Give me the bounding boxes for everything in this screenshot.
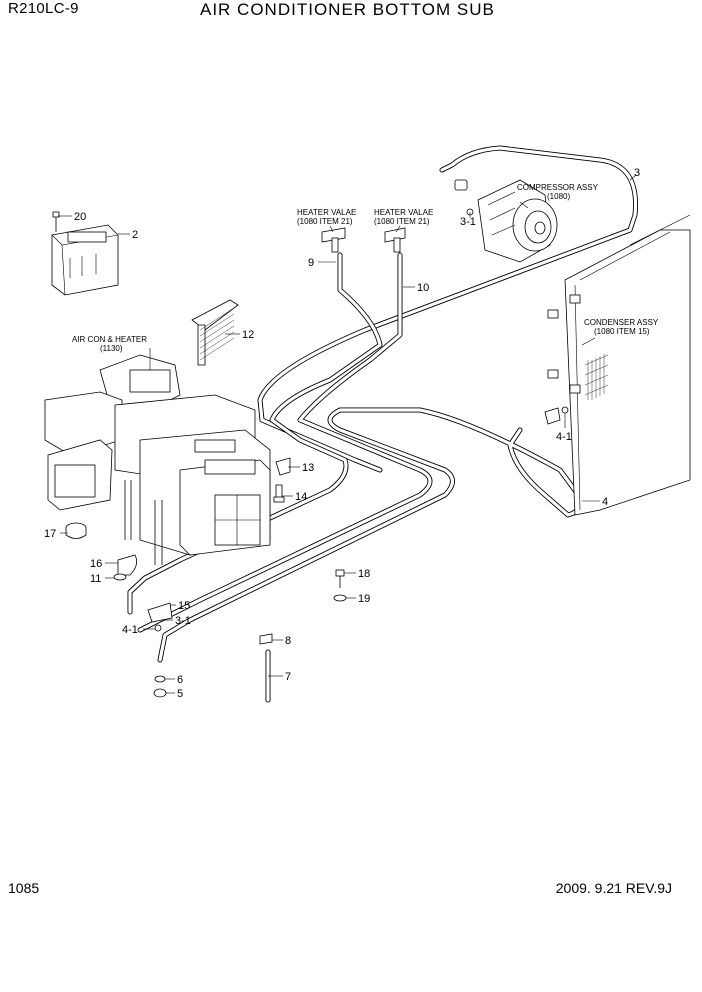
cover-15	[147, 602, 173, 623]
heater-core	[191, 299, 239, 366]
clamp-16	[117, 554, 138, 576]
callout-11: 11	[90, 573, 101, 585]
grommet-17	[65, 522, 87, 539]
leader-lines	[58, 174, 637, 694]
callout-10: 10	[417, 282, 429, 294]
label-heater-valve-2: HEATER VALAE	[374, 208, 433, 217]
washer-19	[333, 594, 347, 602]
page-title: AIR CONDITIONER BOTTOM SUB	[200, 0, 495, 19]
hose-10	[137, 252, 433, 633]
callout-3-1-left: 3-1	[175, 615, 191, 627]
callout-19: 19	[358, 593, 370, 605]
callout-2: 2	[132, 229, 138, 241]
callout-4: 4	[602, 496, 608, 508]
callout-14: 14	[295, 491, 307, 503]
label-condenser: CONDENSER ASSY	[584, 318, 659, 327]
model-code: R210LC-9	[8, 0, 79, 17]
heater-valve-left	[321, 227, 346, 253]
control-panel-unit	[51, 211, 119, 296]
nut-5	[153, 688, 167, 698]
revision-date: 2009. 9.21 REV.9J	[555, 880, 672, 896]
label-air-con-heater-ref: (1130)	[100, 344, 123, 353]
clamp-8	[259, 633, 273, 645]
condenser-assy	[547, 214, 691, 516]
callout-7: 7	[285, 671, 291, 683]
label-heater-valve-2-ref: (1080 ITEM 21)	[374, 217, 430, 226]
label-air-con-heater: AIR CON & HEATER	[72, 335, 147, 344]
callout-12: 12	[242, 329, 254, 341]
hose-long-left	[127, 252, 383, 615]
callout-3: 3	[634, 167, 640, 179]
callout-15: 15	[178, 600, 190, 612]
callout-18: 18	[358, 568, 370, 580]
oring-4-1-right	[544, 406, 569, 425]
callout-5: 5	[177, 688, 183, 700]
bolt-18	[335, 569, 345, 588]
air-con-heater-unit	[44, 354, 271, 565]
hose-3	[257, 145, 639, 473]
hose-4	[157, 407, 585, 663]
callout-17: 17	[44, 528, 56, 540]
label-heater-valve-1-ref: (1080 ITEM 21)	[297, 217, 353, 226]
callout-8: 8	[285, 635, 291, 647]
callout-3-1-top: 3-1	[460, 216, 476, 228]
callout-20: 20	[74, 211, 86, 223]
callout-4-1-right: 4-1	[556, 431, 572, 443]
compressor-assy	[454, 179, 558, 263]
clip-11	[113, 573, 127, 581]
callout-4-1-left: 4-1	[122, 624, 138, 636]
washer-6	[154, 675, 166, 683]
callout-9: 9	[308, 257, 314, 269]
oring-4-1-left	[154, 624, 162, 632]
page-number: 1085	[8, 880, 40, 896]
label-heater-valve-1: HEATER VALAE	[297, 208, 356, 217]
label-compressor: COMPRESSOR ASSY	[517, 183, 599, 192]
label-compressor-ref: (1080)	[547, 192, 570, 201]
label-condenser-ref: (1080 ITEM 15)	[594, 327, 650, 336]
callout-6: 6	[177, 674, 183, 686]
bracket-13	[275, 457, 291, 476]
callout-13: 13	[302, 462, 314, 474]
callout-16: 16	[90, 558, 102, 570]
heater-valve-right	[384, 227, 406, 253]
fitting-14	[273, 484, 285, 503]
